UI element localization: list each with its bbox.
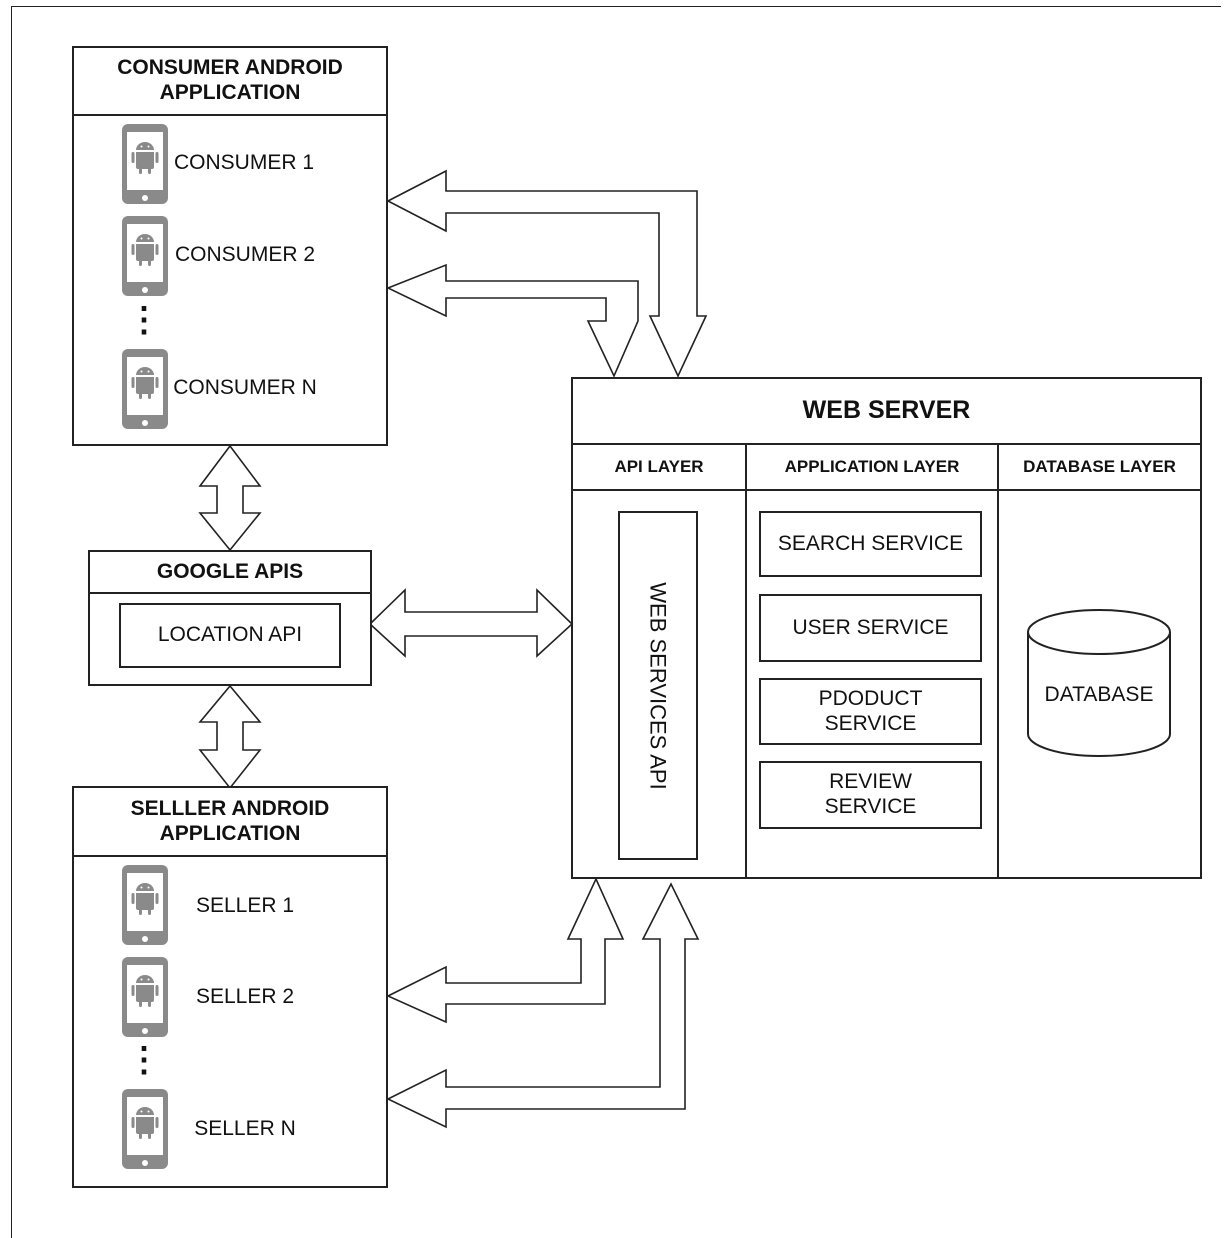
arrow-consumer-webserver-2 xyxy=(386,263,639,378)
arrow-google-webserver xyxy=(368,588,574,658)
web-server-title-divider xyxy=(573,443,1200,445)
api-layer-title: API LAYER xyxy=(614,456,704,476)
seller-app-title-divider xyxy=(74,855,386,857)
search-service-box: SEARCH SERVICE xyxy=(759,511,982,577)
google-apis-title-divider xyxy=(90,592,370,594)
consumer-device-n-label: CONSUMER N xyxy=(173,375,317,399)
arrow-webserver-seller-2 xyxy=(386,882,700,1129)
seller-app-title: SELLLER ANDROID APPLICATION xyxy=(130,796,330,845)
consumer-app-title: CONSUMER ANDROID APPLICATION xyxy=(117,56,343,104)
android-phone-icon xyxy=(122,349,168,429)
database-layer-title: DATABASE LAYER xyxy=(1023,456,1176,476)
consumer-ellipsis: ⋮ xyxy=(127,300,161,339)
layer-column-divider-2 xyxy=(997,443,999,879)
location-api-box: LOCATION API xyxy=(119,603,341,668)
android-phone-icon xyxy=(122,1089,168,1169)
consumer-device-1-label: CONSUMER 1 xyxy=(173,150,315,174)
web-services-api-label: WEB SERVICES API xyxy=(646,581,672,790)
arrow-consumer-webserver-1 xyxy=(386,169,708,378)
application-layer-title: APPLICATION LAYER xyxy=(784,456,960,476)
layer-column-divider-1 xyxy=(745,443,747,879)
arrow-webserver-seller-1 xyxy=(386,877,625,1024)
database-cylinder-icon xyxy=(1027,609,1171,757)
seller-ellipsis: ⋮ xyxy=(127,1040,161,1079)
database-label: DATABASE xyxy=(1044,682,1154,706)
web-server-title: WEB SERVER xyxy=(802,396,971,425)
web-services-api-box: WEB SERVICES API xyxy=(618,511,698,860)
frame-left-line xyxy=(11,6,12,1238)
android-phone-icon xyxy=(122,865,168,945)
seller-device-2-label: SELLER 2 xyxy=(195,984,295,1008)
consumer-device-2-label: CONSUMER 2 xyxy=(174,242,316,266)
layer-header-divider xyxy=(573,489,1200,491)
frame-top-line xyxy=(11,6,1221,7)
user-service-box: USER SERVICE xyxy=(759,594,982,662)
android-phone-icon xyxy=(122,957,168,1037)
arrow-google-seller xyxy=(198,684,262,790)
product-service-box: PDODUCT SERVICE xyxy=(759,678,982,745)
arrow-consumer-google xyxy=(198,444,262,552)
seller-device-1-label: SELLER 1 xyxy=(195,893,295,917)
consumer-app-title-divider xyxy=(74,114,386,116)
seller-device-n-label: SELLER N xyxy=(194,1116,296,1140)
android-phone-icon xyxy=(122,216,168,296)
google-apis-title: GOOGLE APIS xyxy=(156,559,304,583)
review-service-box: REVIEW SERVICE xyxy=(759,761,982,829)
android-phone-icon xyxy=(122,124,168,204)
